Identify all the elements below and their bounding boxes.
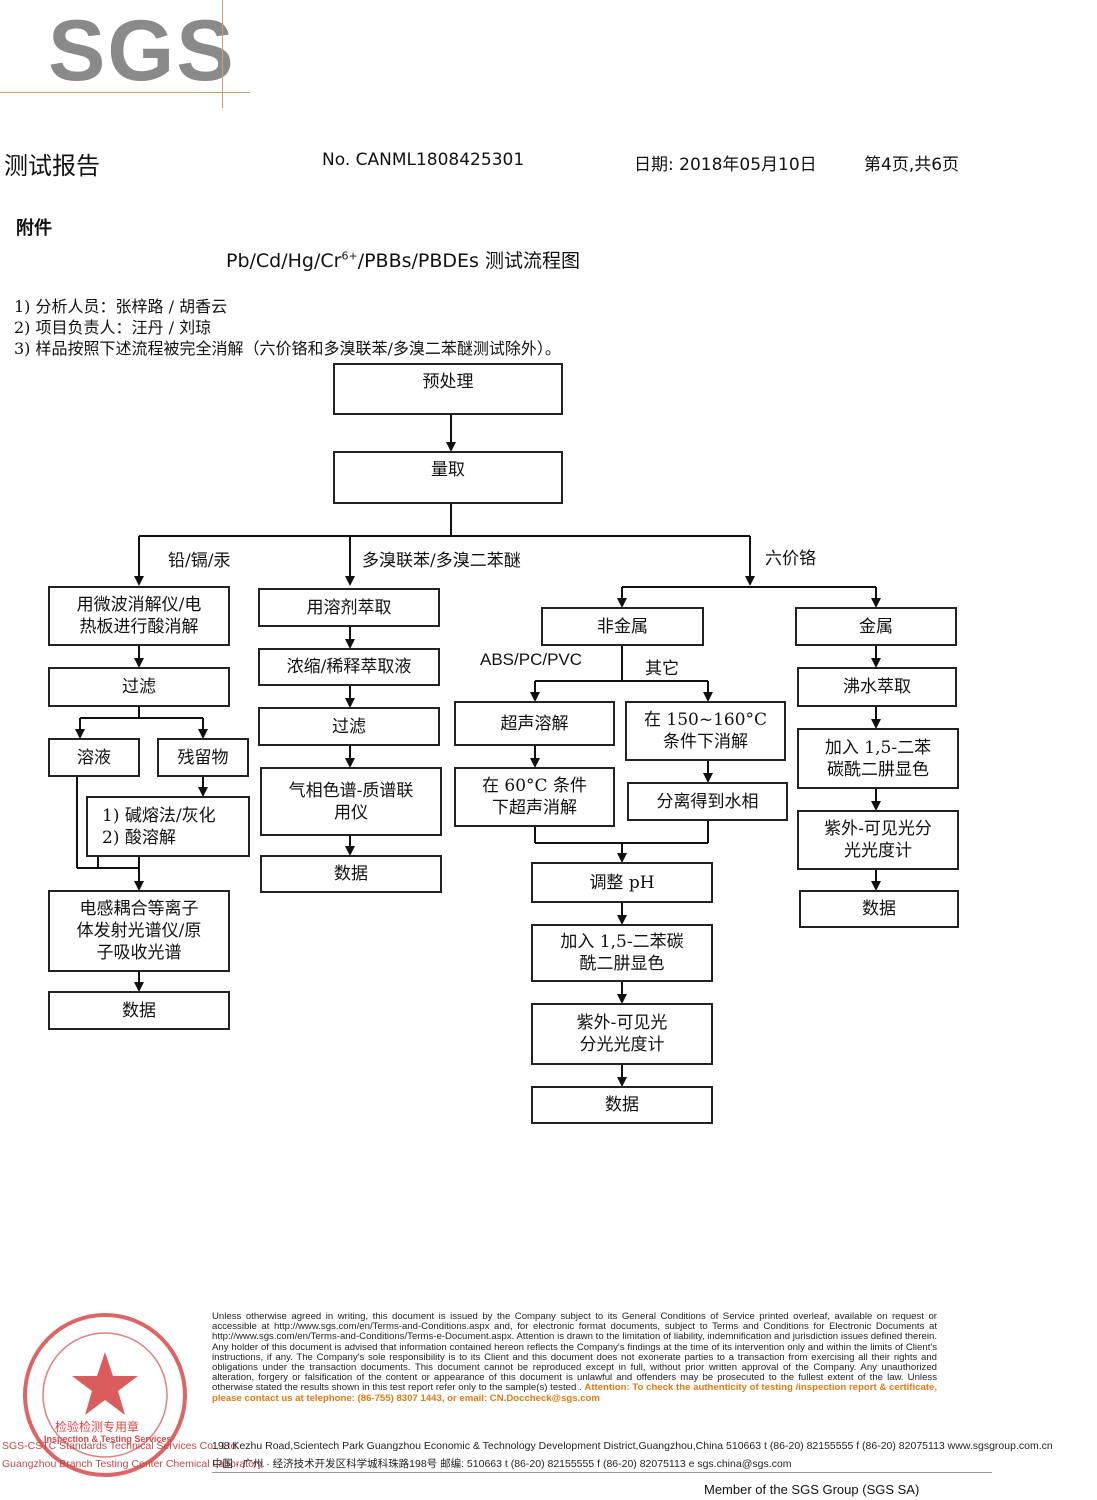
report-number: No. CANML1808425301 xyxy=(322,150,525,170)
filter-box: 过滤 xyxy=(48,667,230,707)
cr-nonmetal-data-box: 数据 xyxy=(531,1086,713,1124)
residue-box: 残留物 xyxy=(157,738,249,777)
cr-metal-data-box: 数据 xyxy=(799,890,959,928)
concentrate-box: 浓缩/稀释萃取液 xyxy=(258,648,440,686)
ultrasonic-60-box: 在 60°C 条件 下超声消解 xyxy=(454,767,615,827)
nonmetal-box: 非金属 xyxy=(541,607,704,646)
branch-label-metals: 铅/镉/汞 xyxy=(168,551,231,571)
metal-add-reagent-box: 加入 1,5-二苯 碳酰二肼显色 xyxy=(797,728,959,789)
sgs-group-member: Member of the SGS Group (SGS SA) xyxy=(704,1482,920,1497)
notes-list: 1) 分析人员：张梓路 / 胡香云 2) 项目负责人：汪丹 / 刘琼 3) 样品… xyxy=(14,296,561,359)
note-item: 2) 项目负责人：汪丹 / 刘琼 xyxy=(14,318,212,337)
pbb-data-box: 数据 xyxy=(260,855,442,893)
solution-box: 溶液 xyxy=(48,738,140,777)
metal-uv-vis-box: 紫外-可见光分 光光度计 xyxy=(797,810,959,870)
abs-pc-pvc-label: ABS/PC/PVC xyxy=(480,650,583,669)
flowchart-connectors xyxy=(75,414,881,1087)
stamp-english-text: Inspection & Testing Services xyxy=(44,1434,172,1444)
page-number: 第4页,共6页 xyxy=(864,155,960,175)
digest-150-box: 在 150~160°C 条件下消解 xyxy=(625,701,786,761)
icp-box: 电感耦合等离子 体发射光谱仪/原 子吸收光谱 xyxy=(48,890,230,972)
ultrasonic-dissolve-box: 超声溶解 xyxy=(454,701,615,746)
alkali-fusion-box: 1) 碱熔法/灰化 2) 酸溶解 xyxy=(86,796,250,857)
boiling-water-box: 沸水萃取 xyxy=(797,667,957,707)
branch-label-cr6: 六价铬 xyxy=(765,549,816,569)
measure-box: 量取 xyxy=(333,451,563,504)
sgs-cstc-name: SGS-CSTC Standards Technical Services Co… xyxy=(2,1440,240,1452)
report-title: 测试报告 xyxy=(4,152,100,180)
pbb-filter-box: 过滤 xyxy=(258,707,440,746)
solvent-extraction-box: 用溶剂萃取 xyxy=(258,588,440,627)
uv-vis-box: 紫外-可见光 分光光度计 xyxy=(531,1003,713,1065)
branch-name: Guangzhou Branch Testing Center Chemical… xyxy=(2,1458,265,1470)
branch-label-pbb: 多溴联苯/多溴二苯醚 xyxy=(362,551,521,571)
adjust-ph-box: 调整 pH xyxy=(531,862,713,903)
pretreatment-box: 预处理 xyxy=(333,363,563,415)
add-reagent-box: 加入 1,5-二苯碳 酰二肼显色 xyxy=(531,924,713,982)
appendix-heading: 附件 xyxy=(16,218,52,239)
address-chinese: 中国 · 广州 · 经济技术开发区科学城科珠路198号 邮编: 510663 t… xyxy=(212,1458,792,1470)
metals-data-box: 数据 xyxy=(48,991,230,1030)
logo-rule-vertical xyxy=(222,0,223,108)
note-item: 1) 分析人员：张梓路 / 胡香云 xyxy=(14,297,228,316)
authenticity-attention: Attention: To check the authenticity of … xyxy=(212,1382,937,1404)
note-item: 3) 样品按照下述流程被完全消解（六价铬和多溴联苯/多溴二苯醚测试除外）。 xyxy=(14,339,561,358)
footer-rule xyxy=(212,1472,992,1473)
sgs-logo: SGS xyxy=(48,3,236,99)
aqueous-phase-box: 分离得到水相 xyxy=(627,782,788,821)
gcms-box: 气相色谱-质谱联 用仪 xyxy=(260,767,442,836)
metal-box: 金属 xyxy=(795,607,957,646)
figure-title: Pb/Cd/Hg/Cr6+/PBBs/PBDEs 测试流程图 xyxy=(226,249,580,272)
company-seal-stamp xyxy=(23,1313,187,1477)
report-date: 日期: 2018年05月10日 xyxy=(634,155,817,175)
address-english: 198 Kezhu Road,Scientech Park Guangzhou … xyxy=(212,1440,1053,1452)
stamp-chinese-text: 检验检测专用章 xyxy=(55,1420,140,1434)
legal-disclaimer: Unless otherwise agreed in writing, this… xyxy=(212,1311,937,1404)
acid-digestion-box: 用微波消解仪/电 热板进行酸消解 xyxy=(48,586,230,646)
other-label: 其它 xyxy=(645,659,679,679)
logo-rule-horizontal xyxy=(0,92,250,93)
